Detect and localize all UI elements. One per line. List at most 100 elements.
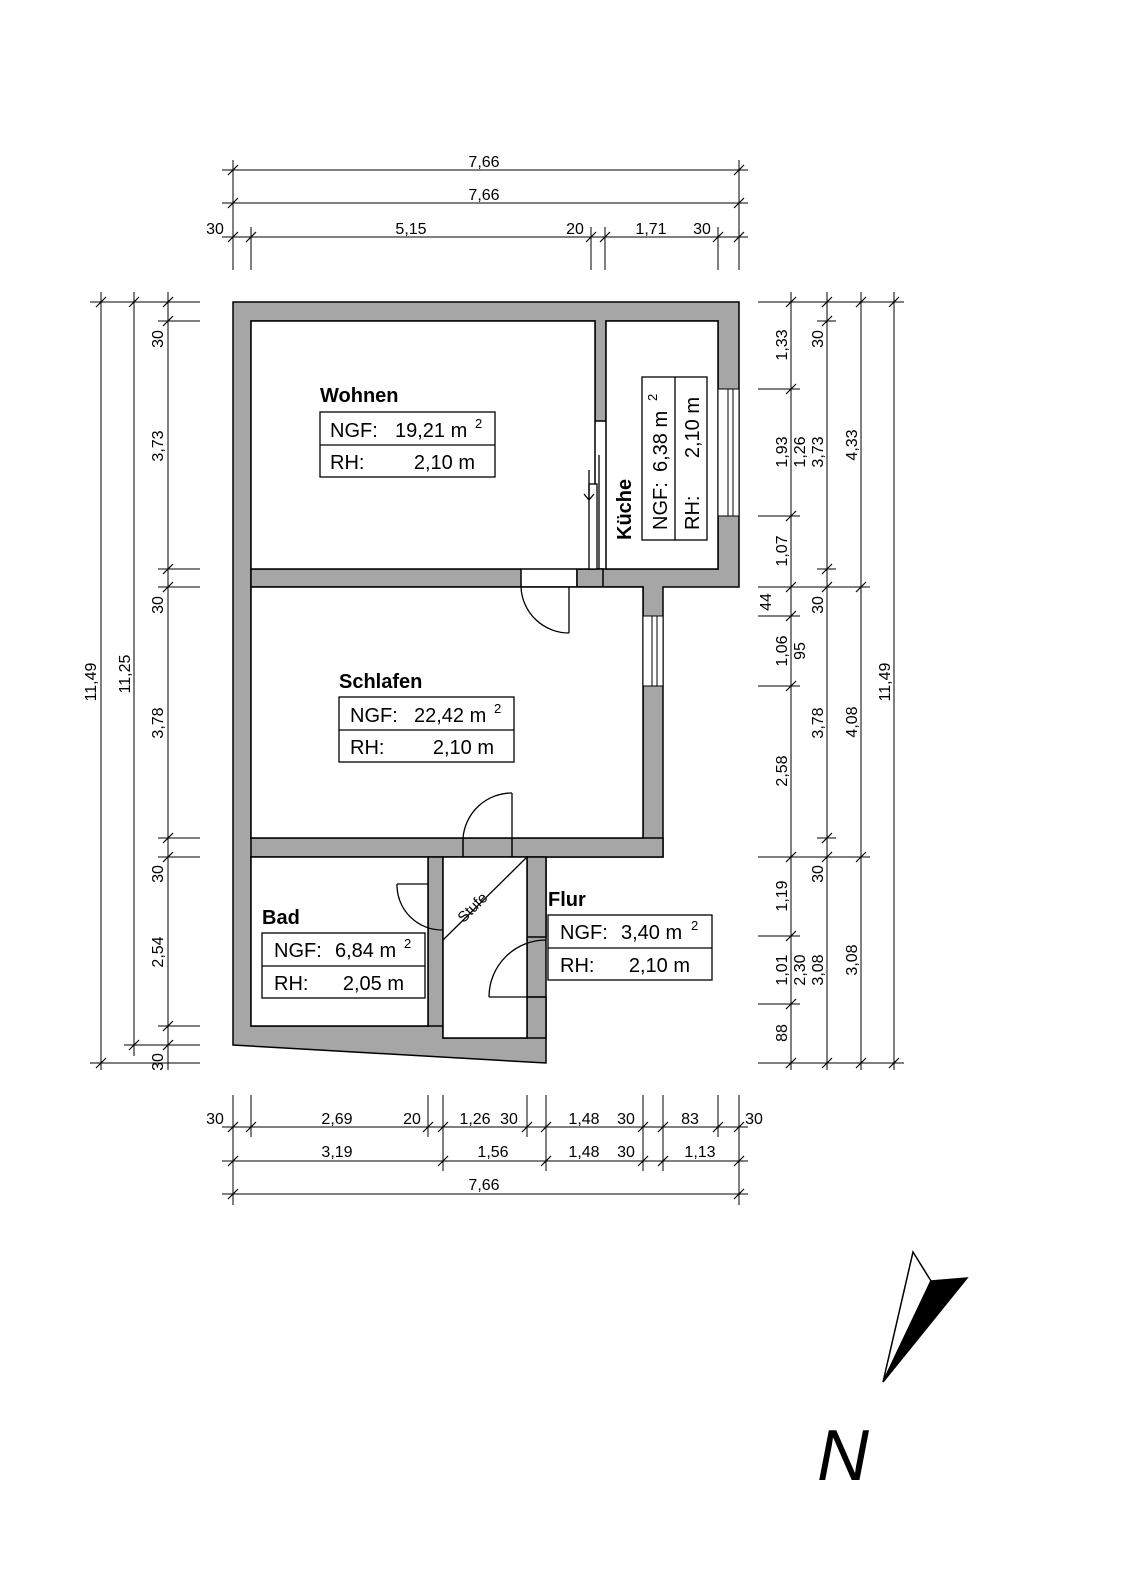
rh-label: RH:	[330, 452, 364, 474]
doors	[396, 455, 600, 998]
wall-schlafen-flur	[511, 837, 664, 858]
room-kueche: Küche NGF: 6,38 m 2 RH: 2,10 m	[614, 376, 708, 541]
area-exponent: 2	[494, 701, 501, 716]
dim-bot-r1-8: 30	[745, 1111, 763, 1128]
area-exponent: 2	[645, 394, 660, 401]
dim-bot-r1-2: 20	[403, 1111, 421, 1128]
dim-right-c1-8: 88	[774, 1024, 791, 1042]
dim-bot-r1-1: 2,69	[321, 1111, 352, 1128]
dim-bot-r2-1: 1,56	[477, 1144, 508, 1161]
dim-bot-r2-3: 30	[617, 1144, 635, 1161]
rh-value: 2,10 m	[682, 397, 704, 458]
dim-left-seg-0: 30	[150, 330, 167, 348]
dim-bot-r1-0: 30	[206, 1111, 224, 1128]
dim-top-seg-4: 30	[693, 221, 711, 238]
dim-left-seg-1: 3,73	[150, 430, 167, 461]
dim-right-c1-7: 1,01	[774, 954, 791, 985]
dim-left-seg-3: 3,78	[150, 707, 167, 738]
window-schlafen	[642, 615, 664, 687]
dim-left-seg-5: 2,54	[150, 936, 167, 967]
dim-right-c3-2: 3,78	[810, 707, 827, 738]
rh-label: RH:	[274, 973, 308, 995]
rh-value: 2,10 m	[414, 452, 475, 474]
room-name: Schlafen	[339, 671, 422, 693]
step-line	[442, 856, 528, 941]
north-arrow: N	[817, 1250, 969, 1496]
dim-top-seg-1: 5,15	[395, 221, 426, 238]
dimension-lines	[90, 160, 904, 1205]
dim-bot-r1-7: 83	[681, 1111, 699, 1128]
dim-top-seg-2: 20	[566, 221, 584, 238]
dim-bot-r2-0: 3,19	[321, 1144, 352, 1161]
dim-bot-r2-4: 1,13	[684, 1144, 715, 1161]
dim-left-seg-4: 30	[150, 865, 167, 883]
rh-label: RH:	[682, 496, 704, 530]
dim-right-c1-3: 44	[758, 593, 775, 611]
wall-bad-flur	[427, 856, 444, 1027]
dim-right-c2-1: 1,26	[792, 436, 809, 467]
dim-right-c4-0: 4,33	[844, 429, 861, 460]
dim-right-c1-4: 1,06	[774, 635, 791, 666]
dim-bot-overall: 7,66	[468, 1177, 499, 1194]
ngf-value: 6,38 m	[650, 411, 672, 472]
door-kueche	[588, 483, 598, 570]
door-swing-schlafen	[520, 586, 570, 634]
room-flur: Flur NGF: 3,40 m 2 RH: 2,10 m	[547, 889, 713, 981]
dim-left-overall-inner: 11,25	[117, 654, 134, 693]
ngf-value: 6,84 m	[335, 940, 396, 962]
dim-bot-r1-6: 30	[617, 1111, 635, 1128]
wall-flur-right	[526, 856, 547, 938]
dim-top-overall-1: 7,66	[468, 154, 499, 171]
room-name: Flur	[548, 889, 586, 911]
dim-right-c1-6: 1,19	[774, 880, 791, 911]
dim-right-c2-3: 2,30	[792, 954, 809, 985]
rh-value: 2,10 m	[629, 955, 690, 977]
wall-kitchen-pillar	[576, 568, 604, 588]
ngf-value: 19,21 m	[395, 420, 467, 442]
room-name: Bad	[262, 907, 300, 929]
dim-left-overall-outer: 11,49	[83, 662, 100, 701]
dim-right-c1-2: 1,07	[774, 535, 791, 566]
dim-bot-r2-2: 1,48	[568, 1144, 599, 1161]
dim-right-c4-1: 4,08	[844, 706, 861, 737]
door-swing-entrance	[488, 939, 547, 998]
dim-right-c4-2: 3,08	[844, 944, 861, 975]
ngf-label: NGF:	[650, 482, 672, 530]
ngf-value: 3,40 m	[621, 922, 682, 944]
rh-label: RH:	[560, 955, 594, 977]
dim-left-seg-6: 30	[150, 1053, 167, 1071]
ngf-label: NGF:	[560, 922, 608, 944]
floor-flur	[442, 856, 528, 1039]
ngf-label: NGF:	[274, 940, 322, 962]
north-label: N	[817, 1416, 870, 1496]
dim-bot-r1-4: 30	[500, 1111, 518, 1128]
door-swing-bad	[396, 883, 444, 931]
area-exponent: 2	[691, 918, 698, 933]
dim-right-c3-4: 3,08	[810, 954, 827, 985]
rh-value: 2,05 m	[343, 973, 404, 995]
dim-top-overall-2: 7,66	[468, 187, 499, 204]
dim-right-c1-1: 1,93	[774, 436, 791, 467]
room-schlafen: Schlafen NGF: 22,42 m 2 RH: 2,10 m	[338, 671, 515, 763]
dim-right-c3-1: 30	[810, 596, 827, 614]
windows	[642, 388, 740, 687]
wall-flur-right-lower	[526, 996, 547, 1039]
ngf-label: NGF:	[350, 705, 398, 727]
dim-right-c2-2: 95	[792, 642, 809, 660]
dim-top-seg-0: 30	[206, 221, 224, 238]
wall-schlafen-bad	[250, 837, 464, 858]
dimension-ticks	[95, 164, 900, 1200]
dim-right-c5: 11,49	[877, 662, 894, 701]
door-swing-flur-top	[462, 792, 513, 839]
room-name: Wohnen	[320, 385, 399, 407]
dim-bot-r1-5: 1,48	[568, 1111, 599, 1128]
room-wohnen: Wohnen NGF: 19,21 m 2 RH: 2,10 m	[319, 385, 496, 478]
wall-wohnen-schlafen	[250, 568, 522, 588]
dim-left-seg-2: 30	[150, 596, 167, 614]
ngf-label: NGF:	[330, 420, 378, 442]
dim-top-seg-3: 1,71	[635, 221, 666, 238]
dimension-labels: 7,66 7,66 30 5,15 20 1,71 30 30 2,69 20 …	[83, 154, 894, 1194]
dim-right-c1-5: 2,58	[774, 755, 791, 786]
room-bad: Bad NGF: 6,84 m 2 RH: 2,05 m	[261, 907, 426, 999]
